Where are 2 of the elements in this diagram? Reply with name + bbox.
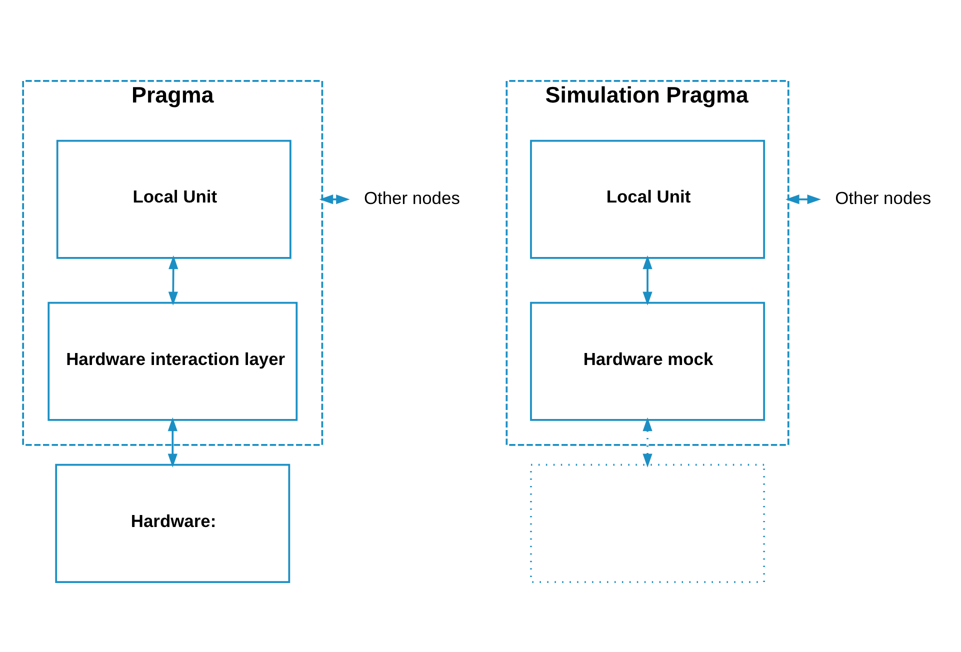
node-text: Other nodes [364, 187, 460, 208]
node-text: Other nodes [835, 187, 932, 208]
